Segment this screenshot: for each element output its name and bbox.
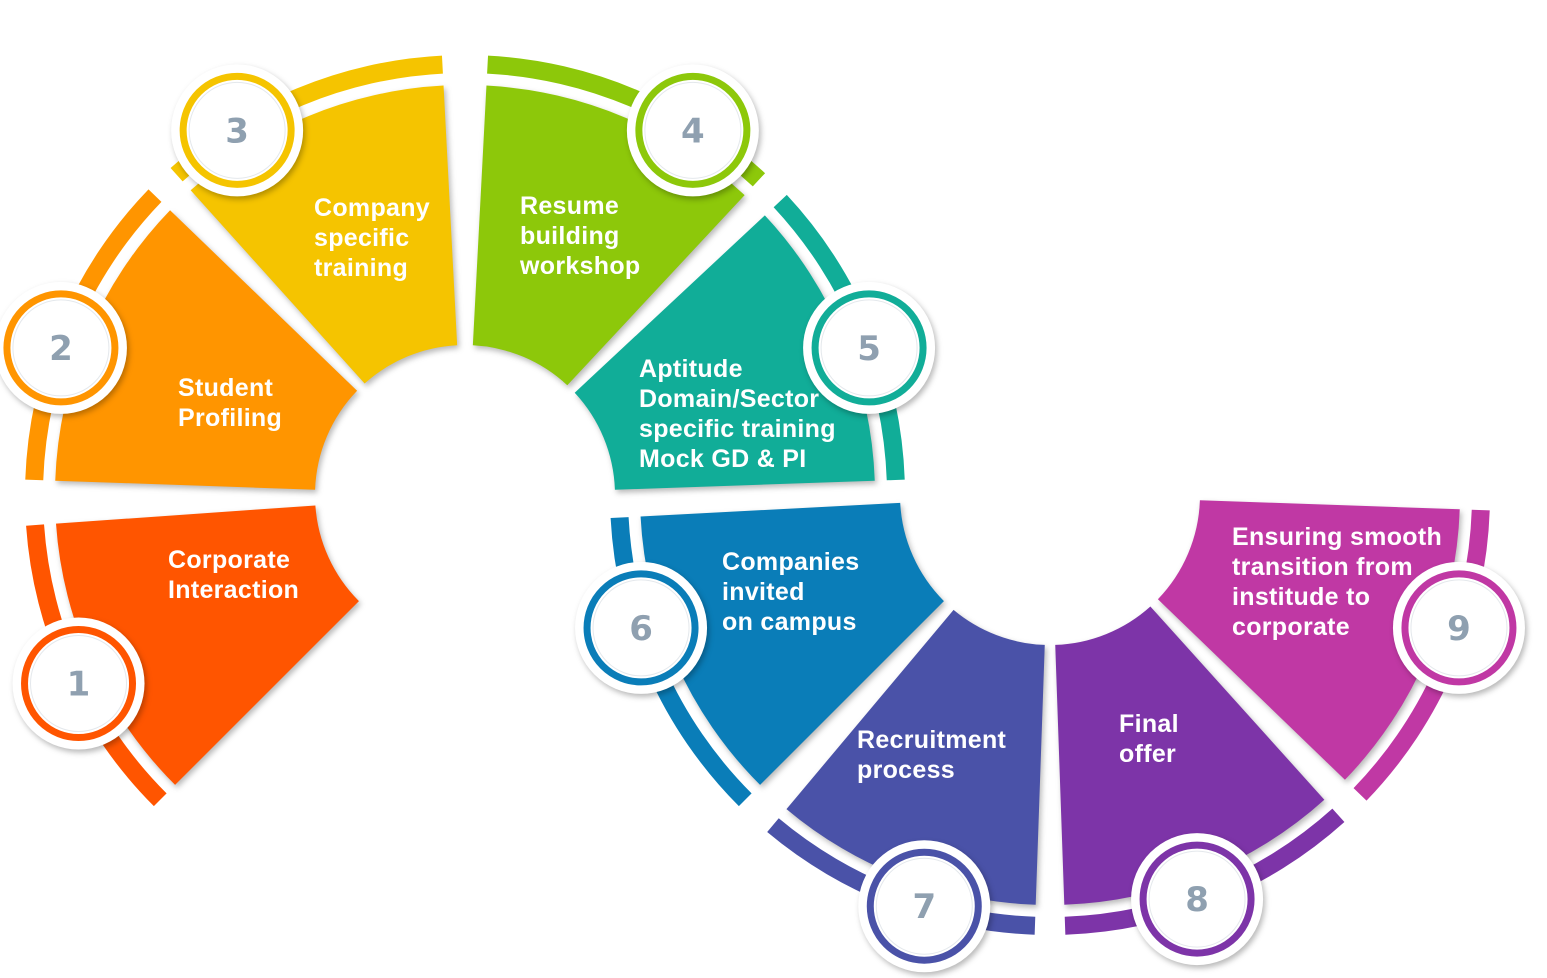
step-1-band <box>26 524 167 807</box>
step-4-badge: 4 <box>626 64 759 197</box>
step-8-number: 8 <box>1185 880 1209 920</box>
step-5-band <box>773 194 905 481</box>
step-4-band <box>487 55 766 187</box>
step-1-badge: 1 <box>12 617 145 750</box>
step-3-badge: 3 <box>171 64 304 197</box>
step-1-number: 1 <box>67 664 91 704</box>
step-5-segment <box>574 215 875 490</box>
step-7-band <box>767 818 1036 935</box>
step-4-number: 4 <box>681 111 705 151</box>
step-8-band <box>1064 808 1345 935</box>
step-5-number: 5 <box>857 329 881 369</box>
step-2-number: 2 <box>49 329 73 369</box>
step-6-segment <box>640 502 944 785</box>
step-2-band <box>25 189 162 481</box>
step-7-badge: 7 <box>858 840 991 973</box>
step-3-number: 3 <box>225 111 249 151</box>
step-6-band <box>610 517 752 807</box>
step-9-band <box>1353 509 1490 801</box>
step-8-segment <box>1055 606 1325 905</box>
step-3-band <box>170 55 443 182</box>
step-6-number: 6 <box>629 609 653 649</box>
step-8-badge: 8 <box>1131 833 1264 966</box>
step-5-badge: 5 <box>803 281 936 414</box>
step-6-badge: 6 <box>575 561 708 694</box>
step-7-segment <box>786 609 1045 905</box>
step-9-number: 9 <box>1447 609 1471 649</box>
step-9-badge: 9 <box>1392 561 1525 694</box>
step-7-number: 7 <box>912 887 936 927</box>
step-9-segment <box>1157 500 1460 780</box>
step-2-badge: 2 <box>0 281 127 414</box>
step-2-segment <box>55 210 358 490</box>
